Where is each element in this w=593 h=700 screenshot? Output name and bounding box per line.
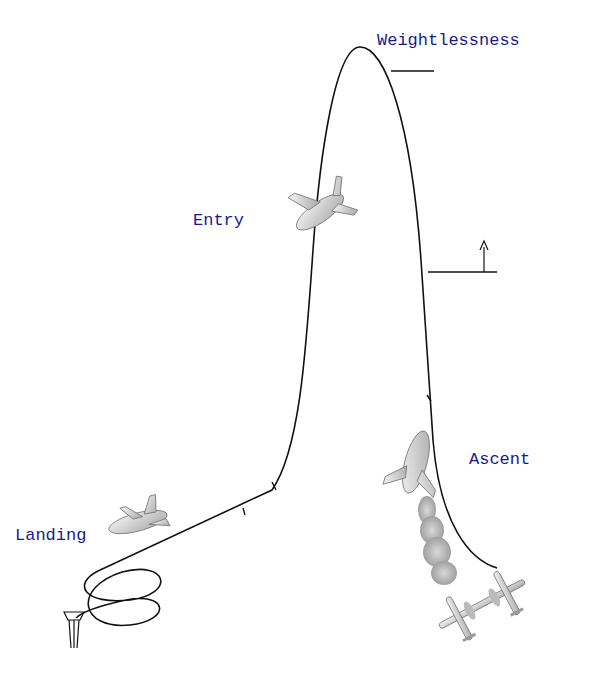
phase-label: Landing [15,526,86,546]
weightlessness-label: Weightlessness [377,31,520,51]
landing-spacecraft [103,493,170,541]
carrier-aircraft [429,562,536,649]
trajectory [76,47,497,625]
control-tower [64,612,84,648]
marker-line [391,70,434,72]
marker-line [428,271,497,273]
rocket-plume [418,496,457,585]
ascent-spacecraft [383,424,450,499]
marker-arrow [483,247,484,272]
phase-label: Entry [193,211,244,231]
marker-arrowhead [480,241,488,250]
phase-label: Ascent [469,450,530,470]
path-tick [243,395,431,515]
entry-spacecraft [280,166,364,246]
